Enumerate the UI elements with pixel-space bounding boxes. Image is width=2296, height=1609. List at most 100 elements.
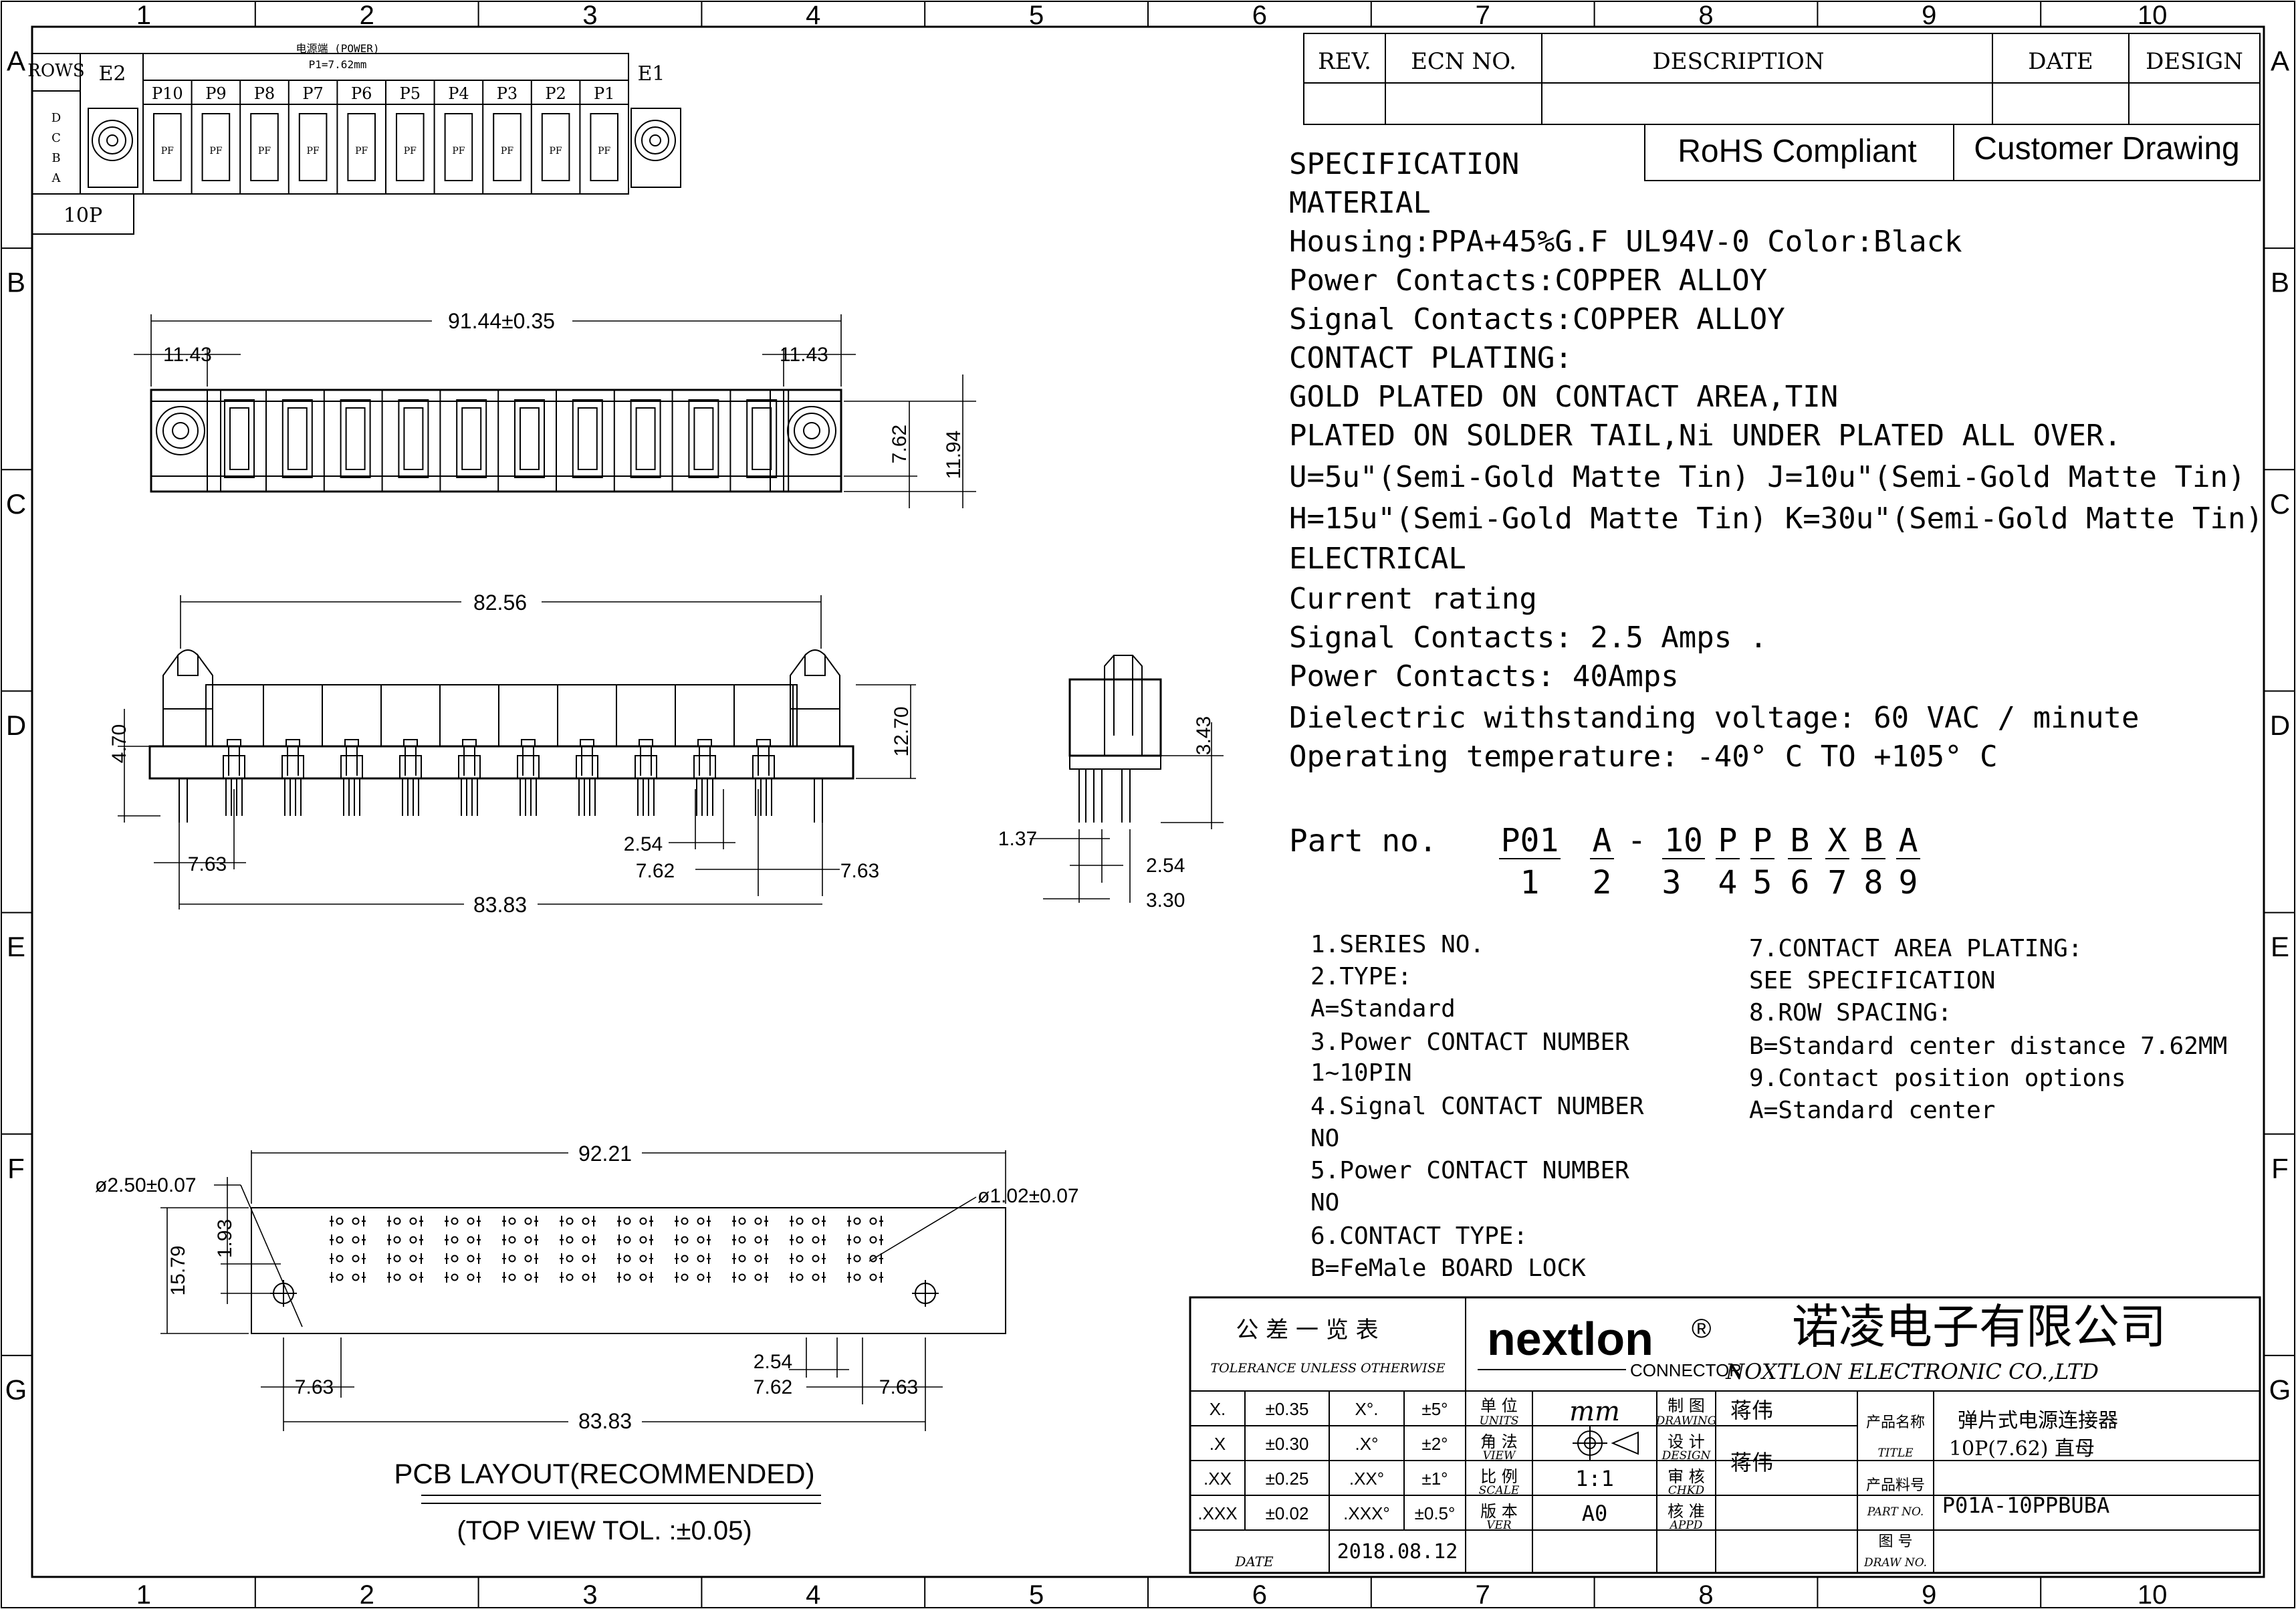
spec-line: Dielectric withstanding voltage: 60 VAC … bbox=[1289, 701, 2140, 735]
dim-top-overall: 91.44±0.35 bbox=[448, 309, 555, 333]
pcb-pin-hole bbox=[853, 1217, 861, 1225]
column-label-bottom: 9 bbox=[1922, 1580, 1936, 1609]
contact-slot-inner bbox=[229, 407, 249, 470]
pcb-pin-hole bbox=[409, 1273, 417, 1281]
pcb-pin-hole bbox=[697, 1255, 705, 1263]
pin-contact-outline bbox=[298, 113, 328, 181]
column-label-top: 1 bbox=[136, 1, 151, 30]
pcb-pin-hole bbox=[697, 1236, 705, 1244]
ver-value: A0 bbox=[1582, 1501, 1608, 1526]
ecn-header: ECN NO. bbox=[1411, 48, 1516, 75]
dim-pcb-end-left: 7.63 bbox=[295, 1376, 334, 1398]
column-label-top: 8 bbox=[1698, 1, 1713, 30]
front-contact bbox=[399, 755, 422, 779]
view-en: VIEW bbox=[1483, 1449, 1516, 1463]
column-label-bottom: 7 bbox=[1476, 1580, 1490, 1609]
pcb-pin-hole bbox=[639, 1217, 647, 1225]
spec-line: Power Contacts:COPPER ALLOY bbox=[1289, 263, 1767, 298]
part-number-index: 9 bbox=[1899, 864, 1918, 901]
rows-label: ROWS bbox=[27, 61, 84, 81]
tolerance-cell: ±0.02 bbox=[1266, 1503, 1309, 1523]
column-label-bottom: 1 bbox=[136, 1580, 151, 1609]
revision-table: REV. ECN NO. DESCRIPTION DATE DESIGN bbox=[1303, 33, 2261, 125]
row-letter: B bbox=[51, 151, 60, 165]
pcb-pin-hole bbox=[524, 1217, 532, 1225]
legend-left-line: NO bbox=[1310, 1125, 1339, 1152]
company-en: NOXTLON ELECTRONIC CO.,LTD bbox=[1725, 1359, 2099, 1384]
pcb-pin-hole bbox=[566, 1255, 574, 1263]
pin-header: P2 bbox=[545, 84, 566, 103]
tolerance-cell: ±0.5° bbox=[1415, 1503, 1456, 1523]
tolerance-cell: .X° bbox=[1355, 1434, 1379, 1454]
pcb-pin-hole bbox=[639, 1273, 647, 1281]
pcb-pin-hole bbox=[508, 1273, 516, 1281]
pin-cell-label: PF bbox=[598, 146, 610, 156]
part-number-index: 8 bbox=[1864, 864, 1883, 901]
part-number-index: 2 bbox=[1593, 864, 1612, 901]
contact-slot-inner bbox=[752, 407, 772, 470]
pin-header: P9 bbox=[205, 84, 226, 103]
pin-contact-outline bbox=[541, 113, 570, 181]
front-contact bbox=[517, 755, 540, 779]
tolerance-cell: X°. bbox=[1355, 1399, 1379, 1419]
legend-right-line: A=Standard center bbox=[1749, 1097, 1995, 1124]
pin-cell-label: PF bbox=[550, 146, 562, 156]
pcb-pin-hole bbox=[582, 1255, 590, 1263]
pin-header: P1 bbox=[594, 84, 614, 103]
dim-pcb-overall: 92.21 bbox=[578, 1142, 632, 1166]
row-label-left: B bbox=[7, 267, 25, 298]
drawno-en: DRAW NO. bbox=[1863, 1556, 1927, 1570]
pcb-pin-hole bbox=[451, 1255, 459, 1263]
pcb-pin-hole bbox=[467, 1255, 475, 1263]
dim-front-overall: 83.83 bbox=[473, 893, 527, 917]
drawno-cn: 图 号 bbox=[1879, 1533, 1913, 1550]
front-contact bbox=[752, 755, 775, 779]
tolerance-cell: ±0.30 bbox=[1266, 1434, 1309, 1454]
pin-cell-label: PF bbox=[307, 146, 320, 156]
pcb-caption: PCB LAYOUT(RECOMMENDED) (TOP VIEW TOL. :… bbox=[394, 1458, 821, 1545]
spec-line: PLATED ON SOLDER TAIL,Ni UNDER PLATED AL… bbox=[1289, 419, 2121, 453]
design-en: DESIGN bbox=[1661, 1449, 1712, 1463]
title-en: TITLE bbox=[1877, 1446, 1914, 1460]
tolerance-cell: ±2° bbox=[1421, 1434, 1448, 1454]
column-label-top: 6 bbox=[1252, 1, 1267, 30]
front-contact bbox=[458, 755, 481, 779]
legend-left-line: NO bbox=[1310, 1189, 1339, 1216]
units-cn: 单 位 bbox=[1480, 1396, 1518, 1415]
specification-text: SPECIFICATIONMATERIALHousing:PPA+45%G.F … bbox=[1289, 147, 2263, 774]
appd-cn: 核 准 bbox=[1668, 1502, 1705, 1521]
spec-line: ELECTRICAL bbox=[1289, 542, 1466, 576]
pcb-pin-hole bbox=[754, 1236, 762, 1244]
part-number-index: 1 bbox=[1520, 864, 1540, 901]
contact-slot-inner bbox=[403, 407, 424, 470]
pcb-caption-title: PCB LAYOUT(RECOMMENDED) bbox=[394, 1458, 814, 1489]
title-value-2: 10P(7.62) 直母 bbox=[1949, 1437, 2095, 1461]
dim-pcb-pitch-small: 2.54 bbox=[754, 1351, 792, 1373]
pin-header: P10 bbox=[152, 84, 183, 103]
spec-line: Signal Contacts:COPPER ALLOY bbox=[1289, 302, 1785, 336]
contact-slot bbox=[630, 399, 661, 478]
view-cn: 角 法 bbox=[1480, 1432, 1518, 1451]
spec-line: MATERIAL bbox=[1289, 186, 1431, 220]
pcb-pin-hole bbox=[582, 1273, 590, 1281]
contact-slot-inner bbox=[577, 407, 598, 470]
pin-contact-outline bbox=[444, 113, 473, 181]
row-label-left: G bbox=[5, 1374, 27, 1405]
pin-cell-label: PF bbox=[404, 146, 417, 156]
spec-line: CONTACT PLATING: bbox=[1289, 341, 1573, 375]
spec-line: Power Contacts: 40Amps bbox=[1289, 659, 1679, 693]
pcb-pin-hole bbox=[869, 1255, 877, 1263]
legend-right: 7.CONTACT AREA PLATING: SEE SPECIFICATIO… bbox=[1749, 935, 2227, 1124]
legend-left-line: 4.Signal CONTACT NUMBER bbox=[1310, 1093, 1644, 1120]
pin-cell-label: PF bbox=[501, 146, 513, 156]
description-header: DESCRIPTION bbox=[1652, 48, 1824, 75]
part-number-segment: P bbox=[1718, 822, 1738, 859]
column-label-bottom: 3 bbox=[582, 1580, 597, 1609]
pcb-pin-hole bbox=[336, 1236, 344, 1244]
contact-slot bbox=[456, 399, 487, 478]
tolerance-en: TOLERANCE UNLESS OTHERWISE bbox=[1210, 1361, 1445, 1376]
pcb-pin-hole bbox=[754, 1217, 762, 1225]
pcb-pin-hole bbox=[623, 1217, 631, 1225]
pcb-pin-hole bbox=[524, 1236, 532, 1244]
